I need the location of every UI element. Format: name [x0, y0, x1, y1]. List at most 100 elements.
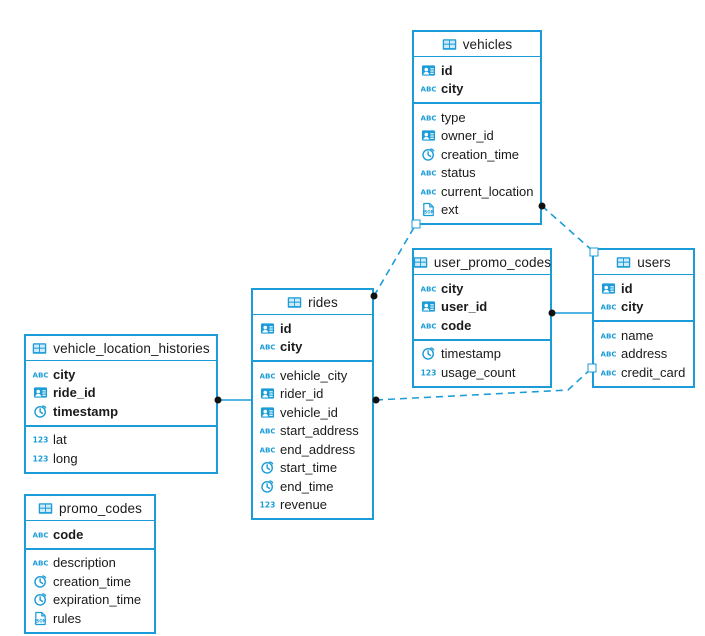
table-grid-icon: [413, 256, 428, 268]
table-header-promo_codes[interactable]: promo_codes: [26, 496, 154, 521]
field-label: owner_id: [441, 128, 494, 144]
field-label: creation_time: [53, 573, 132, 589]
table-name-label: vehicle_location_histories: [53, 340, 210, 356]
primary-key-field-ride_id[interactable]: ride_id: [26, 384, 216, 403]
column-field-end_time[interactable]: end_time: [253, 477, 372, 496]
svg-text:JSON: JSON: [422, 210, 435, 215]
primary-key-field-city[interactable]: ABC city: [414, 279, 550, 298]
clock-icon: [34, 404, 47, 418]
svg-text:ABC: ABC: [601, 350, 616, 359]
svg-text:ABC: ABC: [260, 427, 275, 436]
column-field-type[interactable]: ABC type: [414, 108, 540, 127]
svg-text:ABC: ABC: [601, 303, 616, 312]
primary-key-field-id[interactable]: id: [253, 319, 372, 338]
table-header-users[interactable]: users: [594, 250, 693, 275]
column-field-creation_time[interactable]: creation_time: [414, 145, 540, 164]
table-header-vehicles[interactable]: vehicles: [414, 32, 540, 57]
primary-key-field-id[interactable]: id: [414, 61, 540, 80]
abc-icon: ABC: [260, 427, 275, 436]
column-field-vehicle_id[interactable]: vehicle_id: [253, 403, 372, 422]
field-label: revenue: [280, 497, 327, 513]
id-card-icon: [260, 388, 275, 399]
table-name-label: vehicles: [462, 36, 513, 52]
table-header-user_promo_codes[interactable]: user_promo_codes: [413, 250, 552, 275]
table-name-label: user_promo_codes: [433, 254, 552, 270]
column-field-long[interactable]: 123 long: [26, 449, 216, 468]
abc-icon: ABC: [421, 187, 436, 196]
column-field-creation_time[interactable]: creation_time: [26, 572, 154, 591]
field-label: type: [441, 109, 466, 125]
svg-text:ABC: ABC: [421, 187, 436, 196]
svg-text:ABC: ABC: [421, 284, 436, 293]
field-label: lat: [53, 432, 67, 448]
field-label: status: [441, 165, 476, 181]
abc-icon: ABC: [421, 169, 436, 178]
column-field-status[interactable]: ABC status: [414, 164, 540, 183]
id-card-icon: [33, 387, 48, 398]
column-field-start_time[interactable]: start_time: [253, 459, 372, 478]
field-label: address: [621, 346, 668, 362]
field-label: end_time: [280, 478, 334, 494]
primary-key-field-id[interactable]: id: [594, 279, 693, 298]
field-label: expiration_time: [53, 592, 142, 608]
clock-icon: [261, 461, 274, 474]
clock-icon: [261, 479, 274, 493]
field-label: code: [53, 526, 84, 542]
field-label: name: [621, 327, 654, 343]
column-field-expiration_time[interactable]: expiration_time: [26, 591, 154, 610]
field-label: long: [53, 450, 78, 466]
column-field-rider_id[interactable]: rider_id: [253, 385, 372, 404]
relationship-source-marker-dot: [538, 202, 546, 210]
field-label: description: [53, 555, 116, 571]
svg-text:ABC: ABC: [260, 371, 275, 380]
relationship-source-marker-dot: [372, 396, 380, 404]
svg-text:123: 123: [33, 454, 48, 463]
field-label: id: [441, 62, 453, 78]
svg-text:ABC: ABC: [421, 321, 436, 330]
table-header-rides[interactable]: rides: [253, 290, 372, 315]
column-field-timestamp[interactable]: timestamp: [414, 345, 550, 364]
field-label: vehicle_id: [280, 404, 338, 420]
column-field-owner_id[interactable]: owner_id: [414, 127, 540, 146]
primary-key-field-user_id[interactable]: user_id: [414, 298, 550, 317]
primary-key-field-timestamp[interactable]: timestamp: [26, 402, 216, 421]
abc-icon: ABC: [421, 113, 436, 122]
svg-text:ABC: ABC: [260, 445, 275, 454]
abc-icon: ABC: [421, 284, 436, 293]
column-field-address[interactable]: ABC address: [594, 345, 693, 364]
table-header-vehicle_location_histories[interactable]: vehicle_location_histories: [26, 336, 216, 361]
id-card-icon: [601, 283, 616, 294]
field-label: city: [441, 280, 464, 296]
